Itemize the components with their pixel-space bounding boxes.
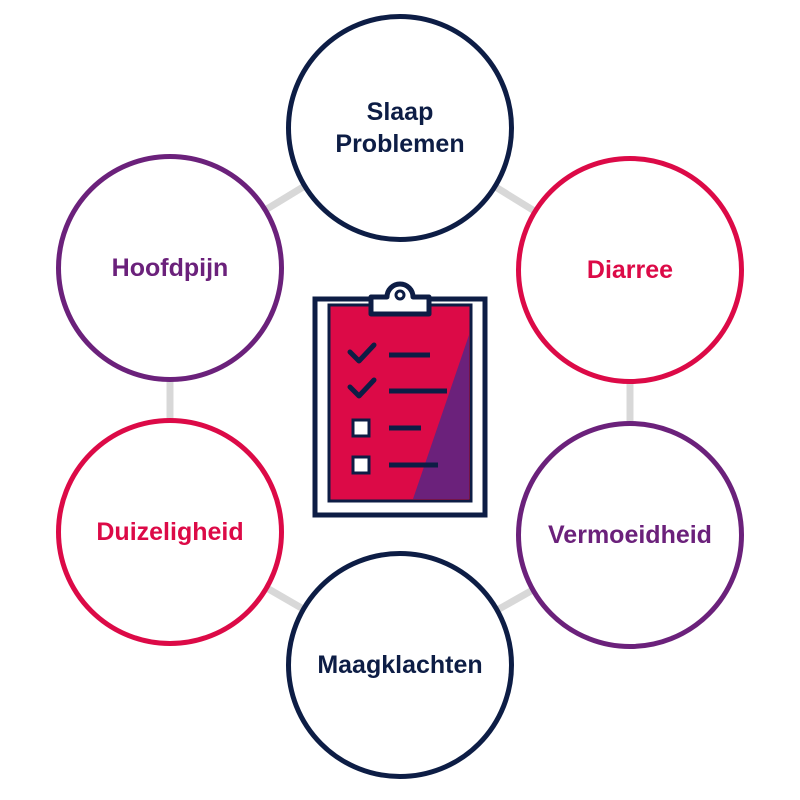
- node-label-line: Slaap: [366, 97, 434, 126]
- node-maagklachten: Maagklachten: [286, 551, 514, 779]
- node-label: Maagklachten: [317, 650, 483, 679]
- node-slaap-problemen: Slaap Problemen: [286, 14, 514, 242]
- node-label: Hoofdpijn: [111, 253, 229, 282]
- clipboard-shade: [413, 335, 469, 499]
- node-label-line: Problemen: [335, 130, 465, 158]
- node-vermoeidheid: Vermoeidheid: [516, 421, 744, 649]
- node-diarree: Diarree: [516, 156, 744, 384]
- node-label: Duizeligheid: [96, 517, 244, 546]
- checkbox-icon: [351, 418, 371, 438]
- node-label: Diarree: [586, 255, 674, 284]
- check-icon: [347, 342, 377, 364]
- clipboard-checklist-icon: [312, 281, 488, 518]
- node-label: Vermoeidheid: [548, 520, 712, 549]
- checkbox-icon: [351, 455, 371, 475]
- node-label: Slaap Problemen: [335, 96, 464, 161]
- node-hoofdpijn: Hoofdpijn: [56, 154, 284, 382]
- clipboard-clip-hole: [394, 289, 406, 301]
- check-icon: [347, 377, 377, 399]
- node-duizeligheid: Duizeligheid: [56, 418, 284, 646]
